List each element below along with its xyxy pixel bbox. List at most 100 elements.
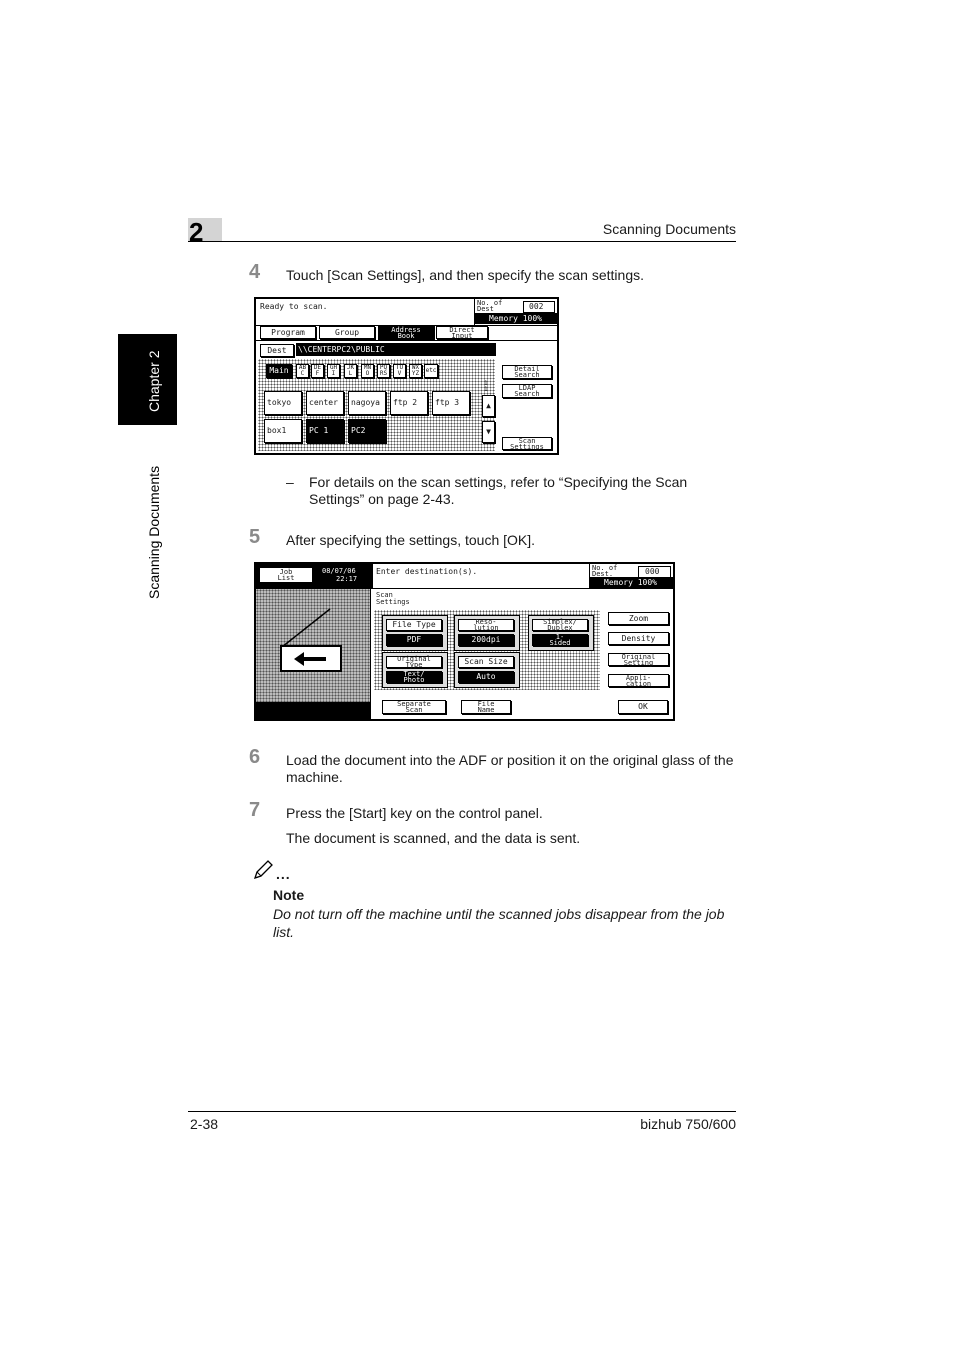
destination-button-center[interactable]: center — [306, 391, 344, 415]
no-of-dest-label: No. of Dest. — [592, 564, 618, 578]
scan-size-label: Scan Size — [458, 656, 514, 668]
density-button[interactable]: Density — [608, 632, 669, 645]
destination-button-pc2[interactable]: PC2 — [348, 419, 386, 443]
index-tab-pqrs[interactable]: PQ RS — [377, 364, 390, 378]
original-setting-button[interactable]: Original Setting — [608, 653, 669, 666]
status-panel: No. of Dest. 000 Memory 100% — [589, 564, 673, 588]
index-tab-etc[interactable]: etc — [424, 364, 438, 378]
file-type-setting[interactable]: File Type PDF — [382, 615, 448, 651]
memory-status: Memory 100% — [604, 578, 657, 587]
zoom-button[interactable]: Zoom — [608, 612, 669, 625]
destination-button-pc1[interactable]: PC 1 — [306, 419, 344, 443]
step-number-5: 5 — [249, 526, 261, 548]
ok-button[interactable]: OK — [618, 700, 668, 714]
destination-button-nagoya[interactable]: nagoya — [348, 391, 386, 415]
tab-program[interactable]: Program — [260, 326, 316, 339]
scan-settings-button[interactable]: Scan Settings — [502, 437, 552, 450]
tab-divider — [256, 340, 557, 341]
original-type-value: Text/ Photo — [386, 671, 442, 684]
index-tab-def[interactable]: DE F — [311, 364, 324, 378]
page-indicator: 1 1 — [484, 380, 488, 393]
settings-grid: File Type PDF Reso- lution 200dpi Simple… — [374, 610, 600, 690]
note-text: Do not turn off the machine until the sc… — [273, 906, 725, 940]
down-arrow-icon: ▼ — [486, 427, 491, 436]
memory-status: Memory 100% — [489, 314, 542, 323]
scan-size-value: Auto — [458, 671, 514, 683]
file-type-label: File Type — [386, 619, 442, 631]
chapter-number-box — [188, 218, 222, 242]
scan-settings-screen: Job List 08/07/06 22:17 Enter destinatio… — [254, 562, 675, 721]
destination-button-box1[interactable]: box1 — [264, 419, 302, 443]
back-arrow-box — [280, 645, 342, 672]
file-name-button[interactable]: File Name — [461, 700, 511, 714]
dest-label: Dest — [260, 344, 294, 357]
file-type-value: PDF — [386, 634, 442, 646]
note-label: Note — [273, 887, 305, 903]
destination-button-tokyo[interactable]: tokyo — [264, 391, 302, 415]
dest-path-value: \\CENTERPC2\PUBLIC — [298, 345, 385, 354]
status-divider — [256, 588, 673, 589]
footer-rule — [188, 1111, 736, 1112]
simplex-duplex-value: 1- Sided — [532, 634, 588, 647]
index-tab-abc[interactable]: AB C — [296, 364, 309, 378]
header-title: Scanning Documents — [602, 221, 736, 237]
detail-search-button[interactable]: Detail Search — [502, 365, 552, 379]
index-tab-tuv[interactable]: TU V — [393, 364, 406, 378]
index-tab-mno[interactable]: MN O — [361, 364, 374, 378]
step-number-4: 4 — [249, 261, 261, 283]
destination-button-ftp3[interactable]: ftp 3 — [432, 391, 470, 415]
resolution-value: 200dpi — [458, 634, 514, 646]
tab-address-book[interactable]: Address Book — [378, 325, 434, 340]
pencil-note-icon — [253, 860, 273, 880]
bullet-text: For details on the scan settings, refer … — [309, 474, 688, 507]
tab-direct-input[interactable]: Direct Input — [436, 326, 488, 339]
original-preview-graphic — [281, 608, 331, 648]
side-tab-chapter: Chapter 2 — [146, 350, 162, 412]
index-tab-jkl[interactable]: JK L — [344, 364, 357, 378]
header-rule — [188, 241, 736, 242]
application-button[interactable]: Appli- cation — [608, 674, 669, 687]
date: 08/07/06 — [322, 567, 356, 575]
job-info-bar: Job List 08/07/06 22:17 — [256, 564, 373, 588]
step-text-7: Press the [Start] key on the control pan… — [286, 805, 543, 821]
scan-size-setting[interactable]: Scan Size Auto — [454, 652, 520, 688]
index-tab-wxyz[interactable]: WX YZ — [409, 364, 422, 378]
dest-path-field[interactable]: \\CENTERPC2\PUBLIC — [296, 343, 496, 356]
original-type-label: Original Type — [386, 656, 442, 669]
destination-button-ftp2[interactable]: ftp 2 — [390, 391, 428, 415]
memory-bar: Memory 100% — [475, 313, 557, 324]
original-preview-panel — [256, 589, 370, 702]
job-list-button[interactable]: Job List — [259, 567, 313, 583]
chapter-number: 2 — [189, 217, 204, 247]
page-number: 2-38 — [190, 1116, 219, 1132]
separate-scan-button[interactable]: Separate Scan — [382, 700, 446, 714]
ldap-search-button[interactable]: LDAP Search — [502, 384, 552, 398]
resolution-label: Reso- lution — [458, 619, 514, 632]
bullet-dash: – — [286, 474, 294, 490]
resolution-setting[interactable]: Reso- lution 200dpi — [454, 615, 520, 651]
original-type-setting[interactable]: Original Type Text/ Photo — [382, 652, 448, 688]
simplex-duplex-setting[interactable]: Simplex/ Duplex 1- Sided — [528, 615, 594, 651]
address-panel: Main AB C DE F GH I JK L MN O PQ RS TU V… — [258, 359, 495, 451]
simplex-duplex-label: Simplex/ Duplex — [532, 619, 588, 632]
left-arrow-icon — [294, 651, 326, 666]
status-message: Ready to scan. — [260, 302, 328, 311]
no-of-dest-value: 002 — [529, 302, 544, 311]
memory-bar: Memory 100% — [590, 577, 673, 588]
step-text-4: Touch [Scan Settings], and then specify … — [286, 267, 644, 283]
index-tab-ghi[interactable]: GH I — [327, 364, 340, 378]
time: 22:17 — [336, 575, 358, 583]
index-tab-main[interactable]: Main — [266, 364, 292, 378]
step-number-7: 7 — [249, 799, 261, 821]
side-tab-chapter-block — [118, 334, 177, 425]
up-arrow-icon: ▲ — [486, 401, 491, 410]
step-text-6: Load the document into the ADF or positi… — [286, 752, 734, 785]
note-dots: ... — [276, 866, 291, 882]
scroll-down-button[interactable]: ▼ — [482, 421, 495, 443]
scan-settings-title: Scan Settings — [376, 591, 410, 606]
scroll-up-button[interactable]: ▲ — [482, 395, 495, 417]
tab-group[interactable]: Group — [319, 326, 375, 339]
product-model: bizhub 750/600 — [640, 1116, 736, 1132]
step-7-result: The document is scanned, and the data is… — [286, 830, 581, 846]
scan-destination-screen: Ready to scan. No. of Dest 002 Memory 10… — [254, 297, 559, 455]
